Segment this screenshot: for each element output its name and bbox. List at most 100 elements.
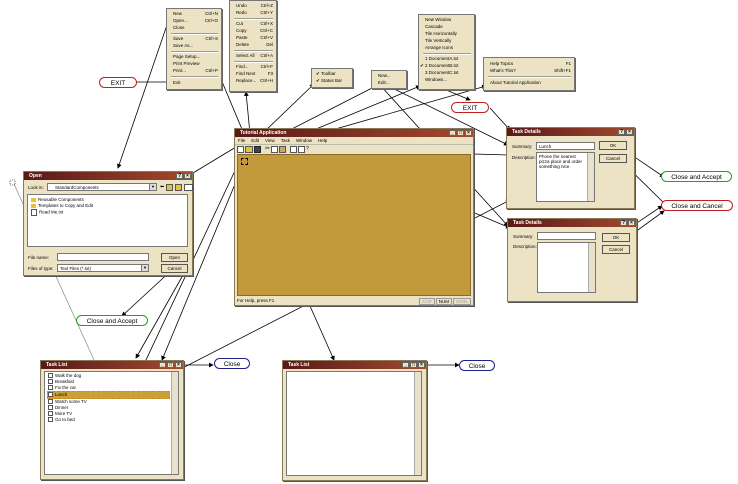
menu-item-save-as[interactable]: Save As... <box>173 43 194 48</box>
task-list-item[interactable]: More TV <box>48 411 72 417</box>
copy-icon[interactable] <box>271 145 279 153</box>
edit-task-icon[interactable] <box>298 145 306 153</box>
menu-item-status-bar[interactable]: ✔Status Bar <box>316 78 343 83</box>
close-icon[interactable]: × <box>175 362 182 368</box>
menu-item-whats-this[interactable]: What's This?Shift+F1 <box>490 68 571 73</box>
menu-item-print-preview[interactable]: Print Preview <box>173 61 200 66</box>
vertical-scrollbar[interactable] <box>171 372 178 474</box>
close-icon[interactable]: × <box>626 129 633 135</box>
menubar-edit[interactable]: Edit <box>251 138 260 143</box>
task-list-item[interactable]: Breakfast <box>48 379 74 385</box>
open-dialog: Open ?× Look in: StandardComponents ▼ ⬅ … <box>23 171 194 276</box>
help-icon[interactable]: ? <box>620 220 627 226</box>
cancel-button[interactable]: Cancel <box>161 264 188 273</box>
menu-item-document-b[interactable]: ✔2 DocumentB.txt <box>420 63 459 68</box>
up-folder-icon[interactable] <box>166 184 174 191</box>
task-list-item[interactable]: Dinner <box>48 405 68 411</box>
line-new-task-details <box>377 80 509 146</box>
minimize-icon[interactable]: _ <box>159 362 166 368</box>
open-folder-icon[interactable] <box>245 145 253 153</box>
file-list-item[interactable]: Read Me.txt <box>31 209 63 216</box>
view-menu-icon[interactable] <box>184 184 194 191</box>
paste-icon[interactable] <box>279 145 287 153</box>
ok-button[interactable]: OK <box>602 233 630 242</box>
menu-item-arrange-icons[interactable]: Arrange Icons <box>425 45 454 50</box>
summary-input[interactable]: Lunch <box>536 142 595 150</box>
menubar-task[interactable]: Task <box>280 138 290 143</box>
menu-item-open[interactable]: Open...Ctrl+O <box>173 18 218 23</box>
cancel-button[interactable]: Cancel <box>602 245 630 254</box>
maximize-icon[interactable]: □ <box>167 362 174 368</box>
menubar-window[interactable]: Window <box>295 138 312 143</box>
checkbox <box>48 399 53 405</box>
vertical-scrollbar[interactable] <box>587 153 594 201</box>
new-folder-icon[interactable] <box>175 184 183 191</box>
file-name-input[interactable] <box>57 253 149 261</box>
file-list-item[interactable]: Reusable Components <box>31 197 84 202</box>
menu-item-tile-horizontally[interactable]: Tile Horizontally <box>425 31 457 36</box>
menubar-help[interactable]: Help <box>318 138 328 143</box>
maximize-icon[interactable]: □ <box>457 130 464 136</box>
menu-item-document-a[interactable]: 1 DocumentA.txt <box>425 56 459 61</box>
back-icon[interactable]: ⬅ <box>160 184 165 190</box>
save-icon[interactable] <box>254 145 261 153</box>
cut-icon[interactable]: ✂ <box>265 146 271 152</box>
new-task-icon[interactable] <box>290 145 298 153</box>
menu-item-exit[interactable]: Exit <box>173 80 181 85</box>
files-of-type-dropdown[interactable]: Text Files (*.txt) ▼ <box>57 264 149 272</box>
minimize-icon[interactable]: _ <box>449 130 456 136</box>
menu-item-new-task[interactable]: New... <box>378 73 391 78</box>
close-icon[interactable]: × <box>418 362 425 368</box>
ok-button[interactable]: OK <box>599 141 627 150</box>
vertical-scrollbar[interactable] <box>414 372 421 475</box>
menu-item-edit-task[interactable]: Edit... <box>378 80 390 85</box>
menu-item-about[interactable]: About Tutorial Application <box>490 80 541 85</box>
summary-input[interactable] <box>537 232 596 240</box>
help-icon[interactable]: ? <box>176 173 183 179</box>
close-icon[interactable]: × <box>465 130 472 136</box>
menu-item-page-setup[interactable]: Page Setup... <box>173 54 201 59</box>
task-list-item[interactable]: Fix the car <box>48 385 76 391</box>
menu-item-print[interactable]: Print...Ctrl+P <box>173 68 218 73</box>
task-list-item[interactable]: Go to bed <box>48 417 75 423</box>
menubar-file[interactable]: File <box>238 138 246 143</box>
new-file-icon[interactable] <box>237 145 244 153</box>
minimize-icon[interactable]: _ <box>402 362 409 368</box>
menubar-view[interactable]: View <box>265 138 275 143</box>
menu-item-new-window[interactable]: New Window <box>425 17 452 22</box>
task-list-item-selected[interactable]: Lunch <box>47 391 170 399</box>
cancel-button[interactable]: Cancel <box>599 154 627 163</box>
task-list-item[interactable]: Walk the dog <box>48 373 81 379</box>
menu-item-find[interactable]: Find...Ctrl+F <box>236 64 273 69</box>
file-list-item[interactable]: Templates to Copy and Edit <box>31 203 93 208</box>
menu-item-windows[interactable]: Windows... <box>425 77 448 82</box>
menu-item-close[interactable]: Close <box>173 25 185 30</box>
open-button[interactable]: Open <box>161 253 188 262</box>
menu-item-cascade[interactable]: Cascade <box>425 24 443 29</box>
close-icon[interactable]: × <box>628 220 635 226</box>
menu-item-tile-vertically[interactable]: Tile Vertically <box>425 38 452 43</box>
menu-item-replace[interactable]: Replace...Ctrl+H <box>236 78 273 83</box>
maximize-icon[interactable]: □ <box>410 362 417 368</box>
description-textarea[interactable]: Phone the nearest pizza place and order … <box>536 152 595 202</box>
vertical-scrollbar[interactable] <box>588 243 595 292</box>
task-list-item[interactable]: Watch some TV <box>48 399 87 405</box>
help-icon[interactable]: ? <box>306 145 309 152</box>
help-icon[interactable]: ? <box>618 129 625 135</box>
look-in-dropdown[interactable]: StandardComponents ▼ <box>47 183 157 191</box>
menu-item-toolbar[interactable]: ✔Toolbar <box>316 71 336 76</box>
close-icon[interactable]: × <box>184 173 191 179</box>
description-textarea[interactable] <box>537 242 596 293</box>
menu-item-document-c[interactable]: 3 DocumentC.txt <box>425 70 459 75</box>
